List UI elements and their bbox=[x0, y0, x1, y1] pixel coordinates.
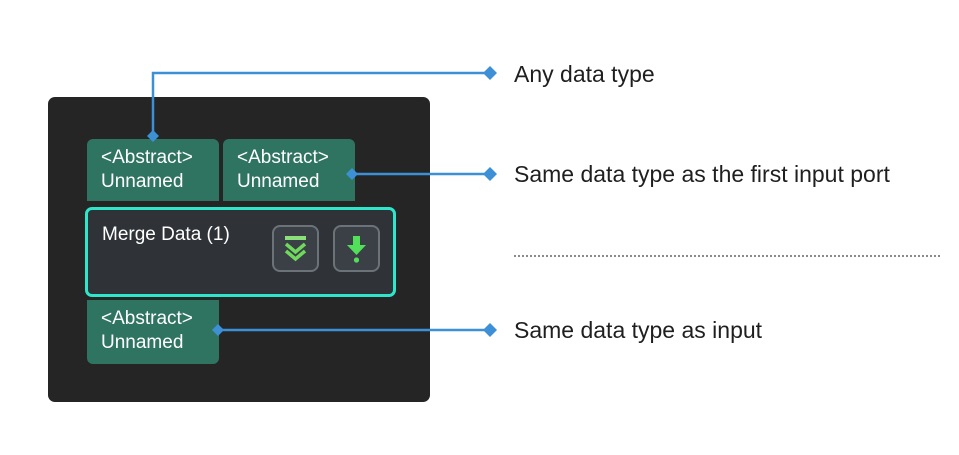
input-port-2[interactable]: <Abstract> Unnamed bbox=[223, 139, 355, 201]
input-port-1-name: Unnamed bbox=[101, 171, 184, 192]
marker-same-as-input-end bbox=[483, 323, 497, 337]
connector-any-type bbox=[151, 71, 490, 138]
merge-data-node[interactable]: Merge Data (1) bbox=[85, 207, 396, 297]
output-port[interactable]: <Abstract> Unnamed bbox=[87, 300, 219, 364]
marker-output-port bbox=[212, 324, 224, 336]
annotation-same-as-input: Same data type as input bbox=[514, 317, 763, 343]
input-port-1-type: <Abstract> bbox=[101, 147, 193, 168]
input-port-1[interactable]: <Abstract> Unnamed bbox=[87, 139, 219, 201]
run-step-button[interactable] bbox=[333, 225, 380, 272]
marker-input-port-2 bbox=[346, 168, 358, 180]
marker-same-as-first-end bbox=[483, 167, 497, 181]
annotation-any-data-type: Any data type bbox=[514, 61, 655, 87]
annotation-same-as-first-input: Same data type as the first input port bbox=[514, 161, 890, 187]
double-chevron-down-icon bbox=[284, 236, 307, 262]
input-port-2-type: <Abstract> bbox=[237, 147, 329, 168]
marker-input-port-1 bbox=[147, 130, 159, 142]
collapse-button[interactable] bbox=[272, 225, 319, 272]
node-title: Merge Data (1) bbox=[102, 224, 230, 245]
dotted-separator bbox=[514, 255, 940, 257]
output-port-name: Unnamed bbox=[101, 332, 184, 353]
output-port-type: <Abstract> bbox=[101, 308, 193, 329]
input-port-2-name: Unnamed bbox=[237, 171, 320, 192]
download-arrow-icon bbox=[347, 236, 366, 263]
marker-any-type-end bbox=[483, 66, 497, 80]
